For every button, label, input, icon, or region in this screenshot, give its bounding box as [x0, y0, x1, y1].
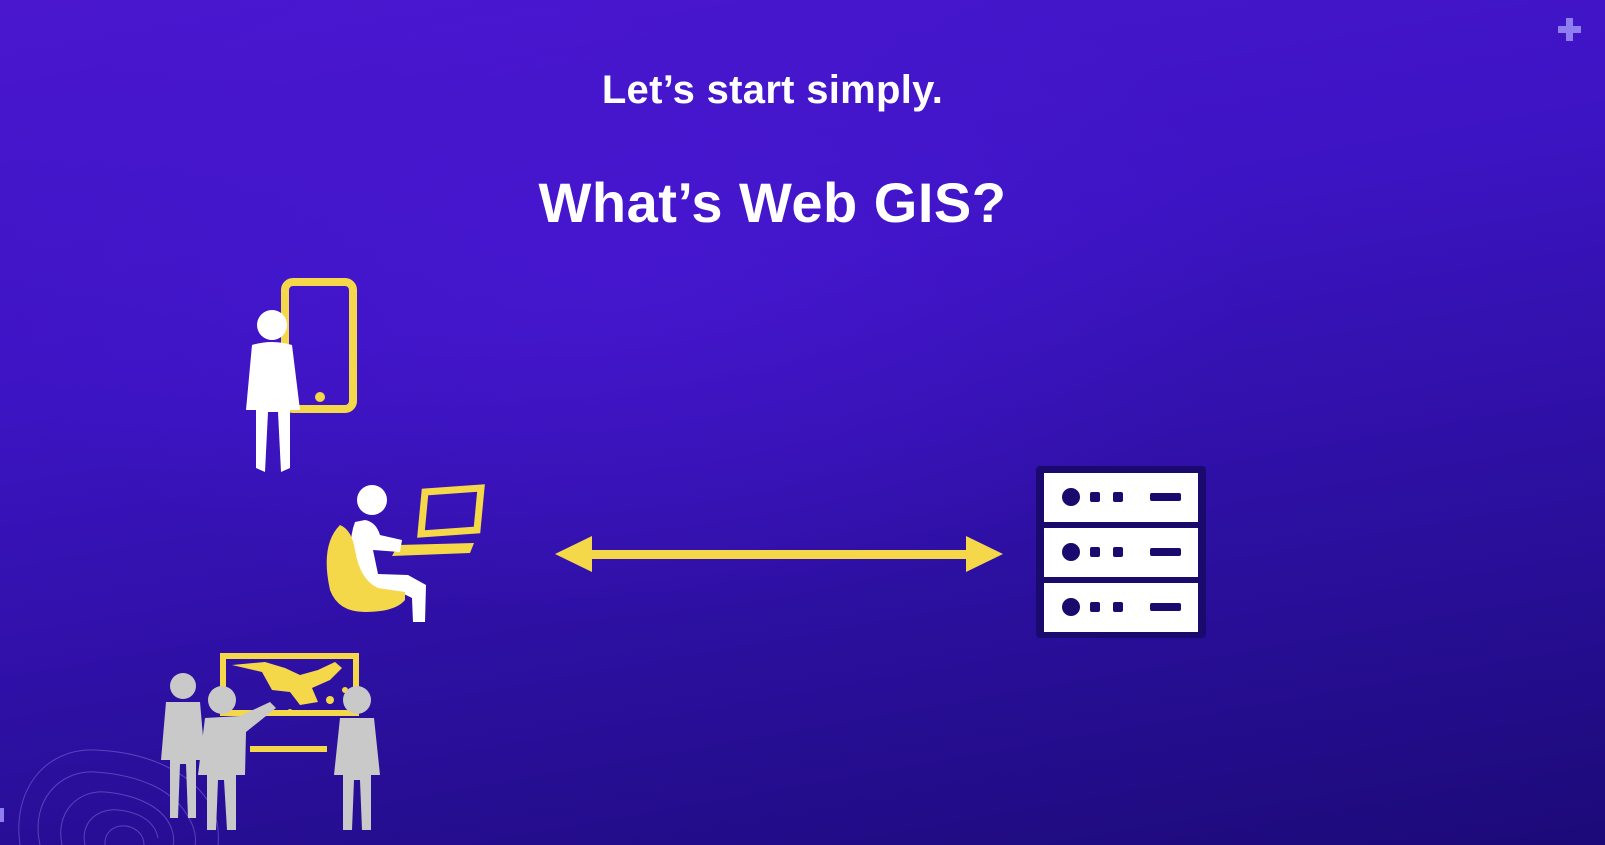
slide-title: What’s Web GIS? — [538, 171, 1007, 234]
plus-icon — [0, 808, 4, 822]
person-at-laptop-icon — [326, 484, 485, 622]
slide-subtitle: Let’s start simply. — [601, 68, 944, 112]
group-at-map-icon — [161, 653, 380, 830]
person-with-phone-icon — [246, 278, 357, 472]
plus-icon — [1558, 18, 1581, 41]
double-arrow-icon — [555, 536, 1003, 572]
topographic-contour-icon — [18, 749, 219, 845]
server-rack-icon — [1036, 466, 1206, 638]
